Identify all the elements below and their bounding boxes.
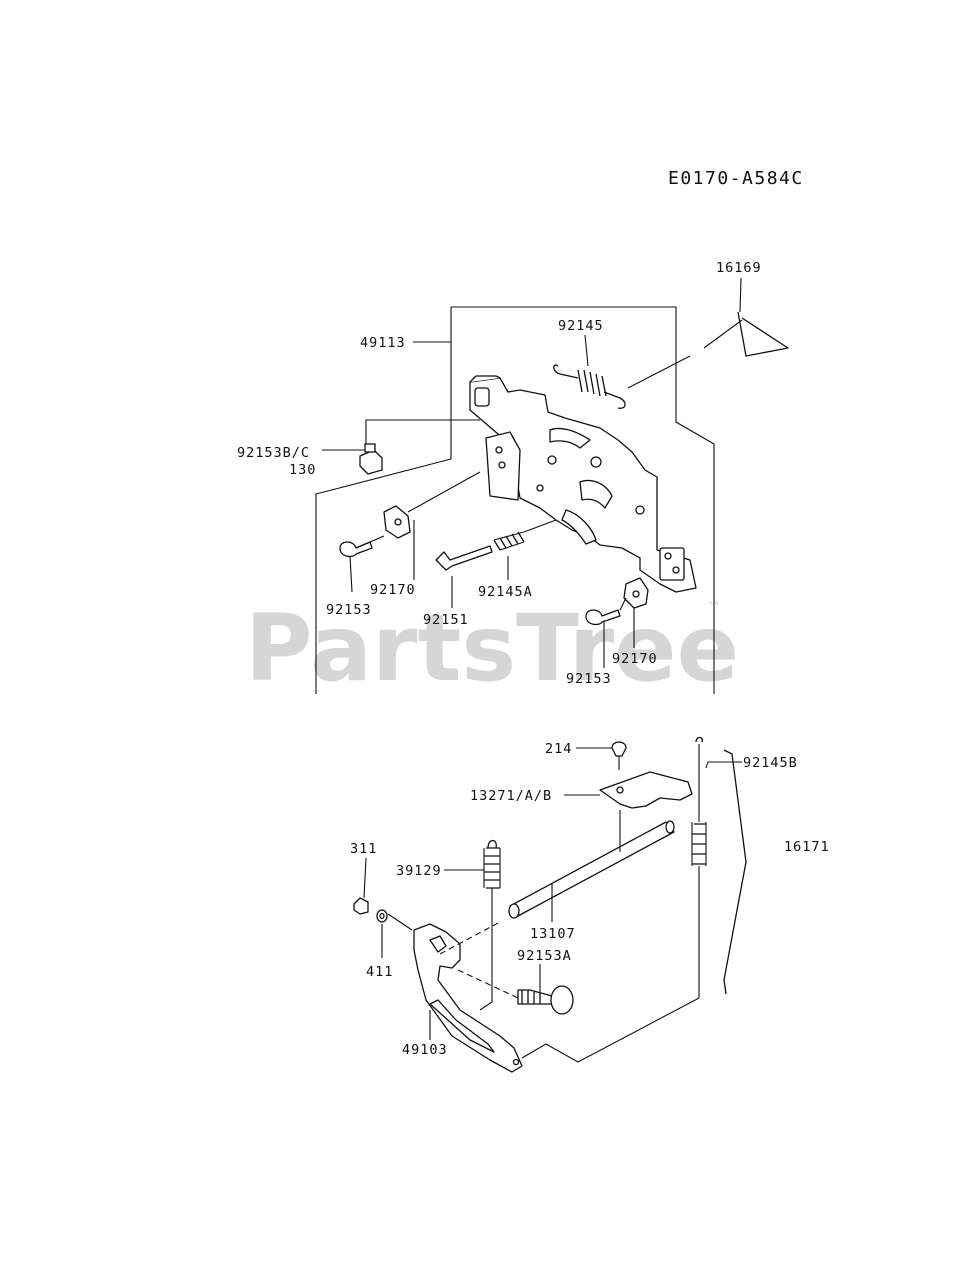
- wire-link-part[interactable]: [627, 311, 789, 389]
- label-92170-right[interactable]: 92170: [612, 651, 658, 667]
- label-13107[interactable]: 13107: [530, 926, 576, 942]
- label-92153-left[interactable]: 92153: [326, 602, 372, 618]
- part-labels: 16169 92145 49113 92153B/C 130 92170 921…: [237, 260, 830, 1058]
- control-plate-part[interactable]: [469, 375, 697, 593]
- label-16171[interactable]: 16171: [784, 839, 830, 855]
- spring-39129-part[interactable]: [479, 839, 501, 1011]
- lever-plate-part[interactable]: [599, 771, 693, 809]
- spring-92145b-part[interactable]: [691, 736, 707, 999]
- washer-411-part[interactable]: [376, 909, 388, 923]
- label-92145a[interactable]: 92145A: [478, 584, 533, 600]
- label-92145[interactable]: 92145: [558, 318, 604, 334]
- governor-lever-part[interactable]: [413, 923, 523, 1073]
- label-13271[interactable]: 13271/A/B: [470, 788, 552, 804]
- screw-right-part[interactable]: [585, 609, 621, 626]
- assembly-frame-upper: [315, 306, 715, 694]
- leader-lines-upper: [322, 277, 742, 668]
- spring-92145-part[interactable]: [553, 364, 626, 409]
- control-shaft-part[interactable]: [508, 810, 675, 919]
- watermark-logo: PartsTree: [245, 595, 739, 702]
- cable-clamp-left-part[interactable]: [383, 505, 411, 539]
- flange-bolt-part[interactable]: [359, 443, 383, 475]
- label-411[interactable]: 411: [366, 964, 393, 980]
- label-92153-right[interactable]: 92153: [566, 671, 612, 687]
- label-130[interactable]: 130: [289, 462, 316, 478]
- screw-214-part[interactable]: [611, 741, 627, 770]
- leader-lines-lower: [363, 747, 742, 1063]
- label-49113[interactable]: 49113: [360, 335, 406, 351]
- bolt-92153a-part[interactable]: [517, 985, 574, 1015]
- label-92153bc[interactable]: 92153B/C: [237, 445, 310, 461]
- label-92153a[interactable]: 92153A: [517, 948, 572, 964]
- label-92170-left[interactable]: 92170: [370, 582, 416, 598]
- label-16169[interactable]: 16169: [716, 260, 762, 276]
- pivot-bolt-part[interactable]: [435, 545, 493, 571]
- label-311[interactable]: 311: [350, 841, 377, 857]
- spring-92145a-part[interactable]: [493, 531, 525, 551]
- diagram-code: E0170-A584C: [668, 168, 804, 189]
- label-39129[interactable]: 39129: [396, 863, 442, 879]
- cable-clamp-right-part[interactable]: [623, 577, 649, 609]
- nut-311-part[interactable]: [353, 897, 369, 915]
- link-rod-part[interactable]: [723, 749, 747, 995]
- label-49103[interactable]: 49103: [402, 1042, 448, 1058]
- screw-left-part[interactable]: [339, 541, 373, 558]
- label-214[interactable]: 214: [545, 741, 572, 757]
- label-92145b[interactable]: 92145B: [743, 755, 798, 771]
- label-92151[interactable]: 92151: [423, 612, 469, 628]
